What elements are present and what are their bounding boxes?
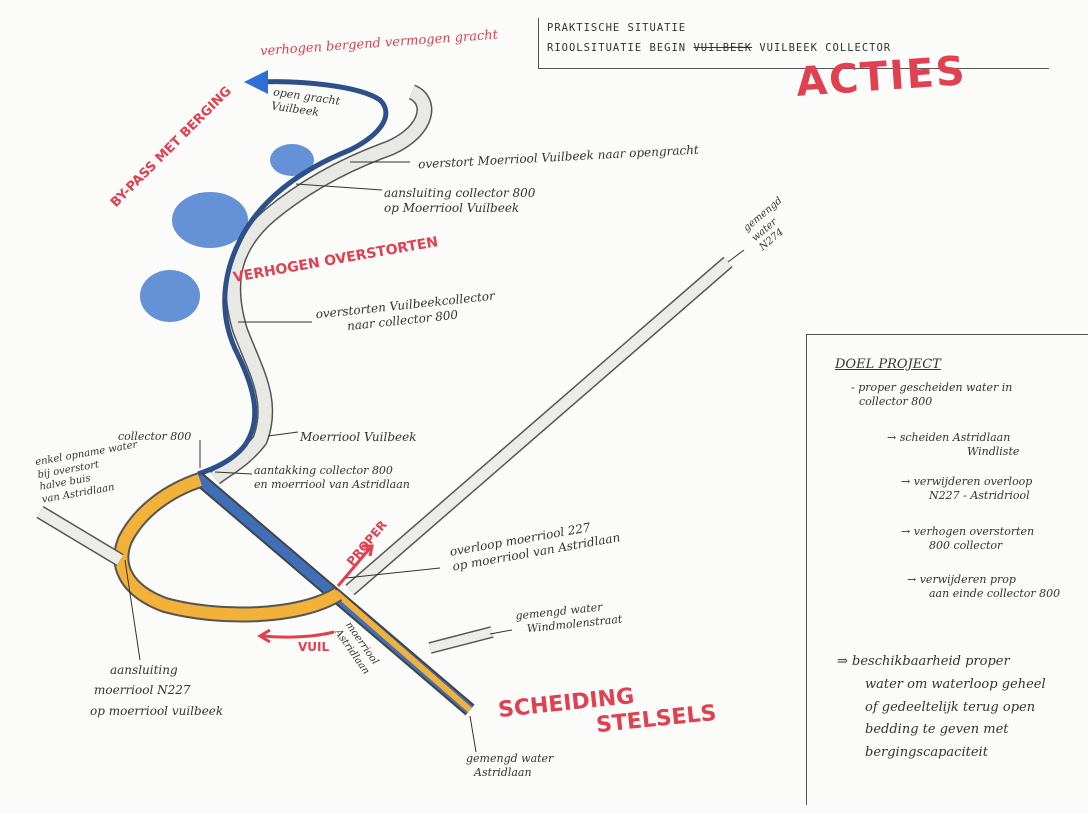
gemengd-astrid-label: gemengd water Astridlaan bbox=[466, 752, 554, 779]
aansluiting-800-label: aansluiting collector 800 op Moerriool V… bbox=[384, 186, 536, 215]
doel-item-4: → verwijderen prop aan einde collector 8… bbox=[907, 573, 1061, 600]
collector800-label: collector 800 bbox=[118, 430, 192, 443]
doel-line: - proper gescheiden water in collector 8… bbox=[851, 381, 1013, 408]
storage-blob-bottom bbox=[140, 270, 200, 322]
project-goal-panel: DOEL PROJECT - proper gescheiden water i… bbox=[806, 334, 1088, 805]
title-line-1: PRAKTISCHE SITUATIE bbox=[547, 22, 687, 34]
doel-item-2: → verwijderen overloop N227 - Astridrioo… bbox=[901, 475, 1033, 502]
aantakking-label: aantakking collector 800 en moerriool va… bbox=[254, 464, 410, 491]
doel-project-heading: DOEL PROJECT bbox=[835, 357, 941, 372]
storage-blob-top bbox=[270, 144, 314, 176]
vuil-label: VUIL bbox=[298, 640, 330, 654]
title-line-2: RIOOLSITUATIE BEGIN VUILBEEK VUILBEEK CO… bbox=[547, 42, 892, 54]
doel-item-1: → scheiden Astridlaan Windliste bbox=[887, 431, 1020, 458]
struck-word: VUILBEEK bbox=[693, 42, 753, 54]
conclusion-text: ⇒ beschikbaarheid proper water om waterl… bbox=[837, 654, 1046, 760]
aansluiting-n227-label: aansluiting moerriool N227 op moerriool … bbox=[90, 663, 224, 718]
vuil-arrow bbox=[261, 630, 335, 639]
storage-blob-middle bbox=[172, 192, 248, 248]
proper-arrow bbox=[336, 547, 372, 587]
open-gracht-line bbox=[197, 79, 389, 477]
doel-item-3: → verhogen overstorten 800 collector bbox=[901, 525, 1035, 552]
title-block: PRAKTISCHE SITUATIE RIOOLSITUATIE BEGIN … bbox=[538, 18, 1049, 69]
moerriool-vuilbeek-label: Moerriool Vuilbeek bbox=[300, 430, 417, 444]
